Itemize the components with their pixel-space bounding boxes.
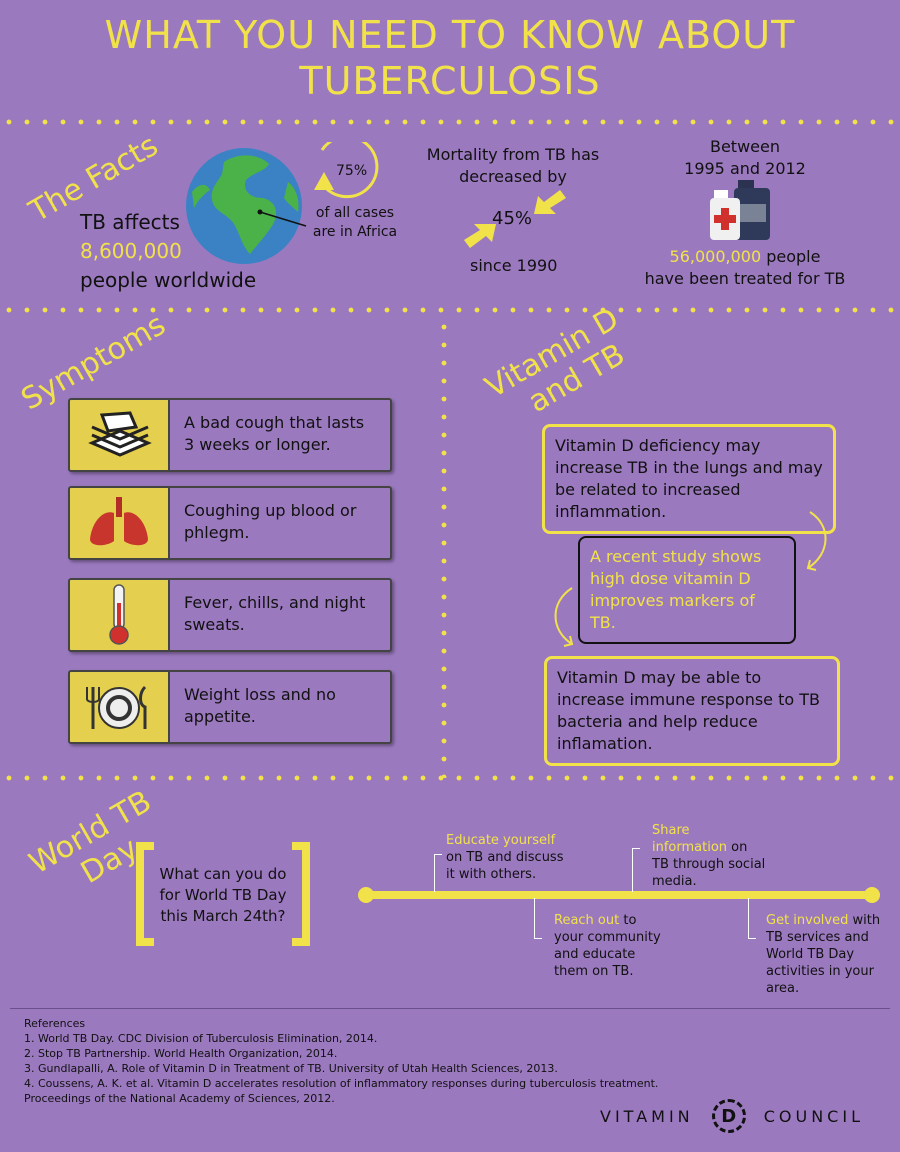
page-title: WHAT YOU NEED TO KNOW ABOUT TUBERCULOSIS	[0, 12, 900, 104]
title-line-2: TUBERCULOSIS	[299, 59, 601, 103]
symptom-card: Fever, chills, and night sweats.	[68, 578, 392, 652]
thermometer-icon	[70, 580, 170, 650]
divider-vertical	[440, 318, 448, 778]
reference-item: 4. Coussens, A. K. et al. Vitamin D acce…	[24, 1077, 659, 1090]
treated-line-4: have been treated for TB	[644, 269, 846, 288]
world-day-question: What can you do for World TB Day this Ma…	[159, 865, 287, 925]
step-highlight: Share information	[652, 823, 728, 855]
mortality-percent: 45%	[492, 208, 533, 229]
reference-item: 2. Stop TB Partnership. World Health Org…	[24, 1047, 338, 1060]
treated-heading: Between 1995 and 2012	[640, 136, 850, 180]
arrow-up-right-icon	[464, 224, 496, 248]
symptom-text: A bad cough that lasts 3 weeks or longer…	[184, 413, 365, 454]
logo-d-mark: D	[711, 1099, 746, 1133]
bracket-right	[292, 842, 310, 946]
timeline-start-dot	[358, 887, 374, 903]
symptom-card: Weight loss and no appetite.	[68, 670, 392, 744]
step-rest: to your community and educate them on TB…	[554, 913, 661, 979]
step-rest: on TB and discuss it with others.	[446, 850, 564, 882]
papers-icon	[70, 400, 170, 470]
timeline-connector	[434, 854, 435, 892]
step-highlight: Educate yourself	[446, 833, 556, 848]
step-rest: on TB through social media.	[652, 840, 766, 889]
step-rest: with TB services and World TB Day activi…	[766, 913, 881, 996]
treated-number: 56,000,000	[669, 247, 762, 266]
references-divider	[10, 1008, 890, 1009]
curved-arrow-icon	[554, 587, 574, 647]
reference-item: 1. World TB Day. CDC Division of Tubercu…	[24, 1032, 378, 1045]
treated-line-2: 1995 and 2012	[684, 159, 806, 178]
timeline-connector	[434, 854, 442, 855]
step-highlight: Get involved	[766, 913, 849, 928]
symptom-card: A bad cough that lasts 3 weeks or longer…	[68, 398, 392, 472]
africa-text-line-1: of all cases	[315, 205, 395, 221]
divider-middle	[0, 306, 900, 314]
symptom-text: Coughing up blood or phlegm.	[184, 501, 357, 542]
reference-item: 3. Gundlapalli, A. Role of Vitamin D in …	[24, 1062, 558, 1075]
affects-prefix: TB affects	[80, 210, 180, 234]
timeline-connector	[748, 938, 756, 939]
affects-suffix: people worldwide	[80, 268, 257, 292]
timeline-step-4: Get involved with TB services and World …	[766, 912, 882, 997]
title-line-1: WHAT YOU NEED TO KNOW ABOUT	[104, 13, 796, 57]
lungs-icon	[70, 488, 170, 558]
africa-percent: 75%	[336, 163, 368, 179]
plate-icon	[70, 672, 170, 742]
symptom-text: Weight loss and no appetite.	[184, 685, 336, 726]
step-highlight: Reach out	[554, 913, 620, 928]
africa-text: of all cases are in Africa	[300, 204, 410, 242]
timeline-step-1: Educate yourself on TB and discuss it wi…	[446, 832, 566, 883]
divider-bottom	[0, 774, 900, 782]
mortality-line-2: decreased by	[459, 167, 567, 186]
timeline-end-dot	[864, 887, 880, 903]
timeline-connector	[534, 938, 542, 939]
affects-number: 8,600,000	[80, 239, 182, 263]
africa-text-line-2: are in Africa	[312, 224, 398, 240]
reference-item: Proceedings of the National Academy of S…	[24, 1092, 335, 1105]
vitamin-council-logo: VITAMIN D COUNCIL	[600, 1098, 864, 1134]
references-heading: References	[24, 1017, 86, 1030]
timeline-connector	[534, 898, 535, 938]
bracket-left	[136, 842, 154, 946]
treated-line-1: Between	[709, 137, 780, 156]
medicine-bottles-icon	[710, 180, 770, 240]
vitamin-box-3: Vitamin D may be able to increase immune…	[544, 656, 840, 766]
vitamin-box-1: Vitamin D deficiency may increase TB in …	[542, 424, 836, 534]
timeline-step-2: Reach out to your community and educate …	[554, 912, 664, 980]
treated-suffix: people	[766, 247, 821, 266]
logo-right-text: COUNCIL	[763, 1106, 864, 1126]
mortality-heading: Mortality from TB has decreased by	[420, 144, 606, 188]
timeline-connector	[748, 898, 749, 938]
symptom-card: Coughing up blood or phlegm.	[68, 486, 392, 560]
timeline-bar	[364, 891, 874, 899]
vitamin-box-2: A recent study shows high dose vitamin D…	[578, 536, 796, 644]
timeline-connector	[632, 848, 640, 849]
mortality-since: since 1990	[470, 256, 558, 275]
logo-left-text: VITAMIN	[600, 1106, 694, 1126]
symptom-text: Fever, chills, and night sweats.	[184, 593, 366, 634]
curved-arrow-icon	[806, 511, 827, 571]
mortality-line-1: Mortality from TB has	[426, 145, 600, 164]
affects-block: TB affects 8,600,000 people worldwide	[80, 208, 256, 295]
vitamin-label: Vitamin D and TB	[480, 301, 642, 435]
timeline-step-3: Share information on TB through social m…	[652, 822, 768, 890]
globe-icon	[186, 142, 379, 264]
references: References 1. World TB Day. CDC Division…	[24, 1016, 658, 1106]
divider-top	[0, 118, 900, 126]
arrow-down-left-icon	[534, 190, 566, 214]
treated-text: 56,000,000 people have been treated for …	[630, 246, 860, 290]
timeline-connector	[632, 848, 633, 892]
